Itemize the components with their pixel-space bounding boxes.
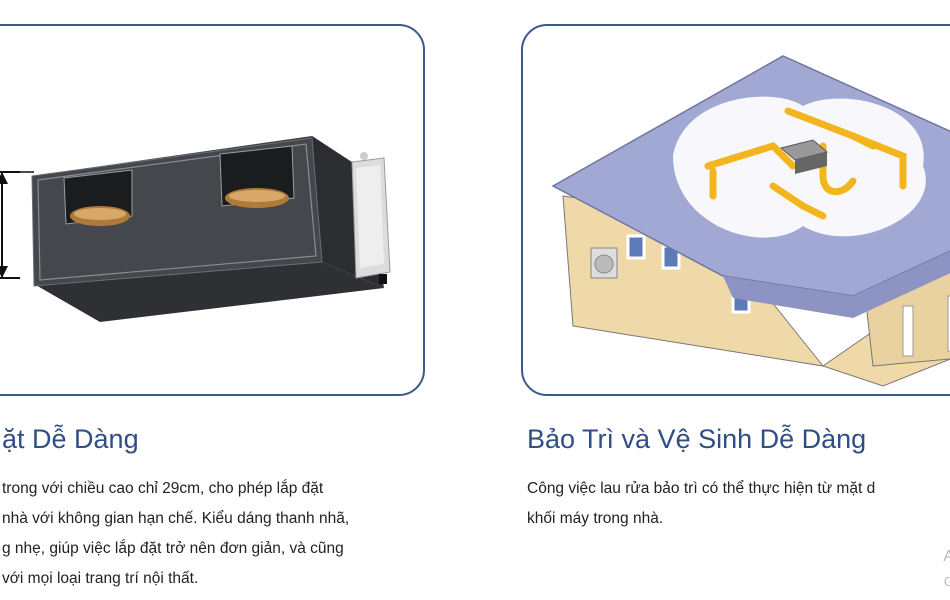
watermark-text: A [943,548,950,565]
feature-title-installation: ặt Dễ Dàng [2,424,139,454]
description-line: Công việc lau rửa bảo trì có thể thực hi… [527,480,876,497]
description-line: trong với chiều cao chỉ 29cm, cho phép l… [2,480,324,497]
description-line: nhà với không gian hạn chế. Kiểu dáng th… [2,510,350,527]
feature-description-maintenance: Công việc lau rửa bảo trì có thể thực hi… [527,474,875,534]
house-duct-illustration-icon [551,55,950,387]
height-dimension-icon [0,171,34,279]
ducted-ac-unit-icon [0,136,391,322]
feature-card-maintenance [521,24,950,396]
description-line: với mọi loại trang trí nội thất. [2,570,199,587]
watermark-text: G [943,574,950,589]
feature-title-maintenance: Bảo Trì và Vệ Sinh Dễ Dàng [527,424,867,454]
feature-card-installation [0,24,425,396]
feature-description-installation: trong với chiều cao chỉ 29cm, cho phép l… [2,474,349,594]
description-line: g nhẹ, giúp việc lắp đặt trở nên đơn giả… [2,540,344,557]
description-line: khối máy trong nhà. [527,510,664,527]
